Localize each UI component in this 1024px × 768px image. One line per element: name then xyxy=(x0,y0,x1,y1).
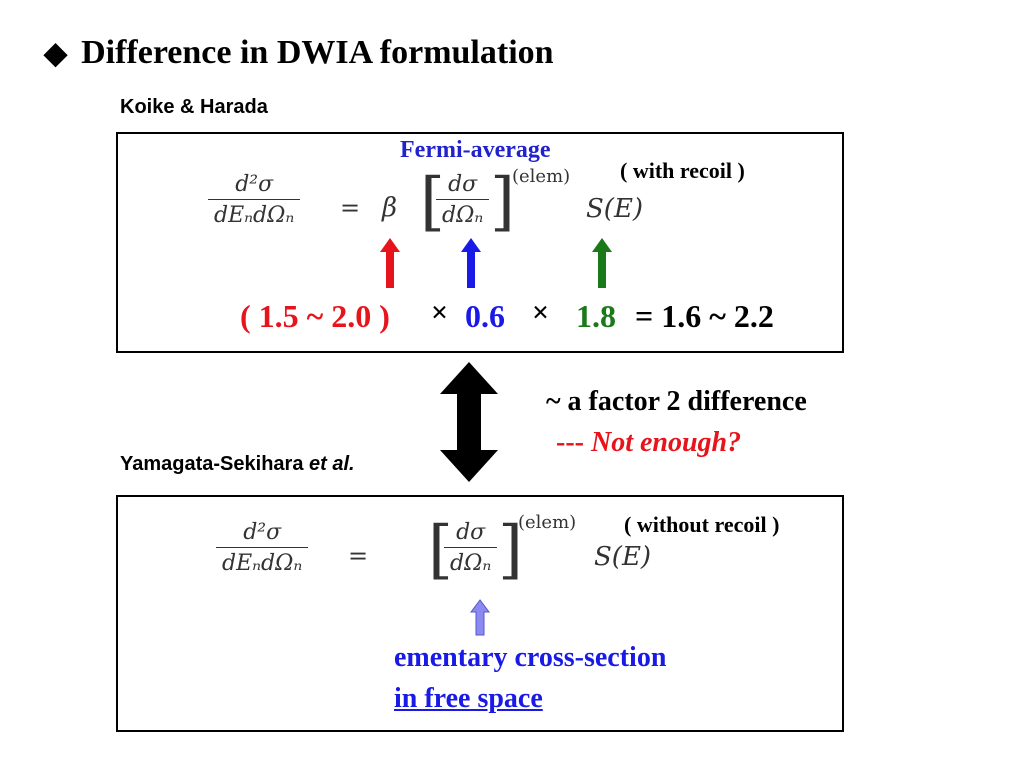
elementary-cross-section-text: ementary cross-section xyxy=(394,642,667,673)
y-lhs-denominator: dEₙdΩₙ xyxy=(216,547,309,576)
lhs-denominator: dEₙdΩₙ xyxy=(208,199,301,228)
free-space-text: in free space xyxy=(394,683,543,714)
not-enough-text: Not enough? xyxy=(590,427,742,458)
se-function: S(E) xyxy=(586,194,644,224)
left-bracket: [ xyxy=(420,165,445,239)
yamagata-formula-box xyxy=(116,495,844,732)
koike-rhs-fraction: dσ dΩₙ xyxy=(436,172,490,228)
factor-difference-text: ~ a factor 2 difference xyxy=(546,386,807,417)
yamagata-author-label: Yamagata-Sekihara et al. xyxy=(120,453,355,476)
times-2: × xyxy=(532,296,550,329)
with-recoil-label: ( with recoil ) xyxy=(620,158,745,183)
title-text: Difference in DWIA formulation xyxy=(81,34,554,71)
red-up-arrow-icon xyxy=(380,238,400,288)
fermi-average-label: Fermi-average xyxy=(400,137,551,163)
koike-formula-box xyxy=(116,132,844,353)
light-blue-up-arrow-icon xyxy=(470,599,490,636)
yamagata-lhs-fraction: d²σ dEₙdΩₙ xyxy=(216,520,309,576)
y-elem-superscript: (elem) xyxy=(518,512,577,533)
rhs-denominator: dΩₙ xyxy=(436,199,490,228)
y-lhs-numerator: d²σ xyxy=(243,520,282,545)
yamagata-author-name: Yamagata-Sekihara xyxy=(120,453,304,475)
koike-equals: = xyxy=(340,194,361,222)
not-enough-line: --- Not enough? xyxy=(556,427,741,459)
result-value: = 1.6 ~ 2.2 xyxy=(635,298,774,334)
koike-arrows xyxy=(380,238,612,288)
koike-lhs-fraction: d²σ dEₙdΩₙ xyxy=(208,172,301,228)
et-al: et al. xyxy=(309,453,355,475)
y-right-bracket: ] xyxy=(498,513,523,587)
right-bracket: ] xyxy=(490,165,515,239)
koike-author-label: Koike & Harada xyxy=(120,96,268,118)
red-value: ( 1.5 ~ 2.0 ) xyxy=(240,298,390,334)
y-rhs-denominator: dΩₙ xyxy=(444,547,498,576)
slide-title: ◆ Difference in DWIA formulation xyxy=(44,34,554,72)
y-se-function: S(E) xyxy=(594,542,652,572)
y-rhs-numerator: dσ xyxy=(456,520,486,545)
dashes: --- xyxy=(556,427,584,458)
y-left-bracket: [ xyxy=(428,513,453,587)
beta-symbol: β xyxy=(382,193,398,223)
yamagata-equals: = xyxy=(348,542,369,570)
elem-superscript: (elem) xyxy=(512,166,571,187)
green-up-arrow-icon xyxy=(592,238,612,288)
double-arrow-icon xyxy=(440,362,498,482)
blue-value: 0.6 xyxy=(465,298,505,334)
without-recoil-label: ( without recoil ) xyxy=(624,512,780,537)
rhs-numerator: dσ xyxy=(448,172,478,197)
times-1: × xyxy=(431,296,449,329)
lhs-numerator: d²σ xyxy=(235,172,274,197)
blue-up-arrow-icon xyxy=(461,238,481,288)
diamond-bullet-icon: ◆ xyxy=(44,37,68,70)
green-value: 1.8 xyxy=(576,298,616,334)
yamagata-rhs-fraction: dσ dΩₙ xyxy=(444,520,498,576)
